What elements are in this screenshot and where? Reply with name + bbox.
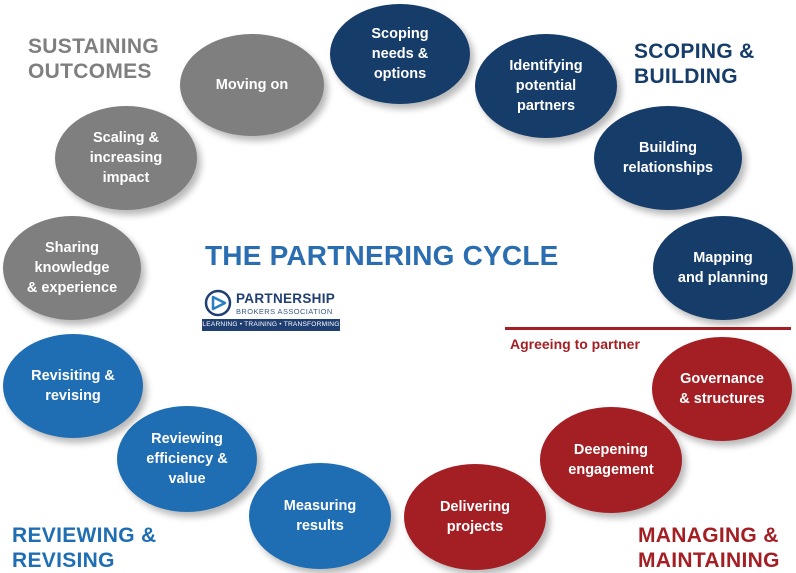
stage-reviewing-efficiency: Reviewing efficiency & value [117,406,257,512]
phase-label-managing: MANAGING & MAINTAINING [638,523,780,573]
phase-label-reviewing: REVIEWING & REVISING [12,523,156,573]
stage-building-relationships: Building relationships [594,106,742,210]
stage-label: Scoping needs & options [371,26,429,82]
phase-label-line: OUTCOMES [28,60,152,83]
stage-label: Deepening engagement [568,442,654,478]
stage-label: Sharing knowledge & experience [26,240,118,296]
diagram-title: THE PARTNERING CYCLE [205,240,559,271]
stage-label: Mapping and planning [677,250,769,286]
stage-moving-on: Moving on [180,34,324,136]
phase-label-line: BUILDING [634,65,738,88]
stage-sharing-knowledge: Sharing knowledge & experience [3,216,141,320]
stage-deepening-engagement: Deepening engagement [540,407,682,513]
phase-label-scoping: SCOPING & BUILDING [634,39,755,89]
stage-label: Revisiting & revising [31,368,115,404]
phase-label-sustaining: SUSTAINING OUTCOMES [28,34,159,84]
agreeing-to-partner-label: Agreeing to partner [510,336,640,352]
stage-label: Measuring results [283,498,357,534]
stage-revisiting-revising: Revisiting & revising [3,334,143,438]
phase-label-line: SCOPING & [634,40,755,63]
phase-label-line: MAINTAINING [638,549,780,572]
agreeing-divider-line [505,327,791,330]
phase-label-line: REVISING [12,549,115,572]
stage-measuring-results: Measuring results [249,463,391,569]
logo-mark-icon [204,289,232,317]
logo-name: PARTNERSHIP [236,291,336,306]
stage-label: Moving on [215,77,289,93]
stage-label: Building relationships [622,140,714,176]
stage-label: Scaling & increasing impact [89,130,163,186]
stage-identifying-partners: Identifying potential partners [475,34,617,138]
phase-label-line: SUSTAINING [28,35,159,58]
stage-scaling-impact: Scaling & increasing impact [55,106,197,210]
stage-mapping-planning: Mapping and planning [653,216,793,320]
stage-governance: Governance & structures [652,337,792,441]
logo-subname: BROKERS ASSOCIATION [236,307,333,316]
stage-delivering-projects: Delivering projects [404,464,546,570]
phase-label-line: MANAGING & [638,524,779,547]
partnership-brokers-logo: PARTNERSHIP BROKERS ASSOCIATION LEARNING… [200,288,345,334]
stage-label: Delivering projects [439,499,511,535]
logo-tagline: LEARNING • TRAINING • TRANSFORMING [202,319,340,331]
stage-label: Reviewing efficiency & value [146,431,228,487]
stage-scoping-needs: Scoping needs & options [330,4,470,104]
stage-label: Governance & structures [679,371,765,407]
phase-label-line: REVIEWING & [12,524,157,547]
stage-label: Identifying potential partners [509,58,583,114]
